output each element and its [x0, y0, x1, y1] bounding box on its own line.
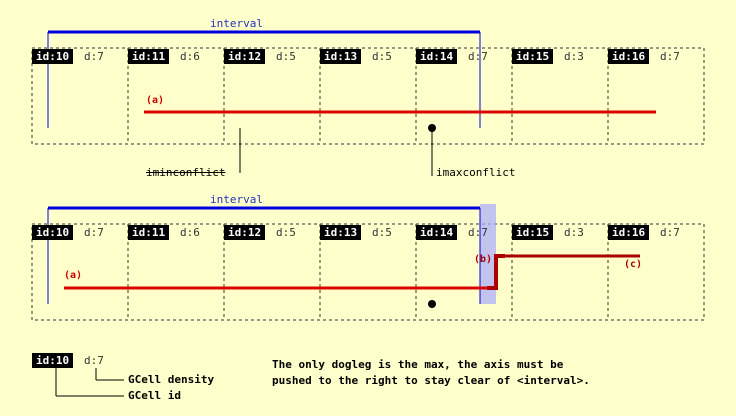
- gcell-density: d:7: [468, 50, 488, 63]
- note-line-2: pushed to the right to stay clear of <in…: [272, 374, 590, 387]
- legend-density-caption: GCell density: [128, 373, 215, 386]
- gcell-density: d:7: [468, 226, 488, 239]
- top-segment-a-label: (a): [146, 95, 165, 106]
- gcell-density: d:7: [84, 226, 104, 239]
- top-interval: [47, 30, 481, 128]
- gcell-density: d:5: [276, 226, 296, 239]
- gcell-density: d:7: [660, 50, 680, 63]
- gcell-density: d:7: [660, 226, 680, 239]
- legend-id-caption: GCell id: [128, 389, 181, 402]
- top-gcell-row: [31, 47, 705, 145]
- gcell-id-badge: id:15: [512, 225, 554, 240]
- gcell-density: d:3: [564, 50, 584, 63]
- gcell-id-badge: id:10: [32, 49, 74, 64]
- segment-b-label: (b): [474, 254, 493, 265]
- gcell-id-badge: id:14: [416, 225, 458, 240]
- bottom-segment-a-label: (a): [64, 270, 83, 281]
- gcell-id-badge: id:15: [512, 49, 554, 64]
- bottom-gcell-row: [31, 223, 705, 321]
- imaxconflict-label: imaxconflict: [436, 166, 516, 179]
- gcell-id-badge: id:11: [128, 225, 170, 240]
- bottom-imax-dot: [428, 300, 436, 308]
- gcell-density: d:3: [564, 226, 584, 239]
- iminconflict-label: iminconflict: [146, 166, 226, 179]
- imaxconflict-marker: [428, 124, 436, 176]
- gcell-id-badge: id:12: [224, 49, 266, 64]
- gcell-density: d:5: [372, 226, 392, 239]
- gcell-id-badge: id:10: [32, 225, 74, 240]
- gcell-id-badge: id:14: [416, 49, 458, 64]
- bottom-interval: [47, 206, 481, 304]
- gcell-id-badge: id:13: [320, 49, 362, 64]
- gcell-id-badge: id:13: [320, 225, 362, 240]
- note-line-1: The only dogleg is the max, the axis mus…: [272, 358, 564, 371]
- gcell-density: d:5: [276, 50, 296, 63]
- legend-density: d:7: [84, 354, 104, 367]
- dogleg-clear-zone: [480, 204, 496, 304]
- gcell-id-badge: id:16: [608, 225, 650, 240]
- bottom-interval-label: interval: [210, 193, 263, 206]
- gcell-density: d:6: [180, 50, 200, 63]
- gcell-id-badge: id:16: [608, 49, 650, 64]
- segment-c-label: (c): [624, 259, 643, 270]
- gcell-id-badge: id:11: [128, 49, 170, 64]
- legend-id-badge: id:10: [32, 353, 74, 368]
- gcell-density: d:7: [84, 50, 104, 63]
- legend-connectors: [55, 368, 124, 397]
- top-interval-label: interval: [210, 17, 263, 30]
- gcell-id-badge: id:12: [224, 225, 266, 240]
- gcell-density: d:6: [180, 226, 200, 239]
- gcell-density: d:5: [372, 50, 392, 63]
